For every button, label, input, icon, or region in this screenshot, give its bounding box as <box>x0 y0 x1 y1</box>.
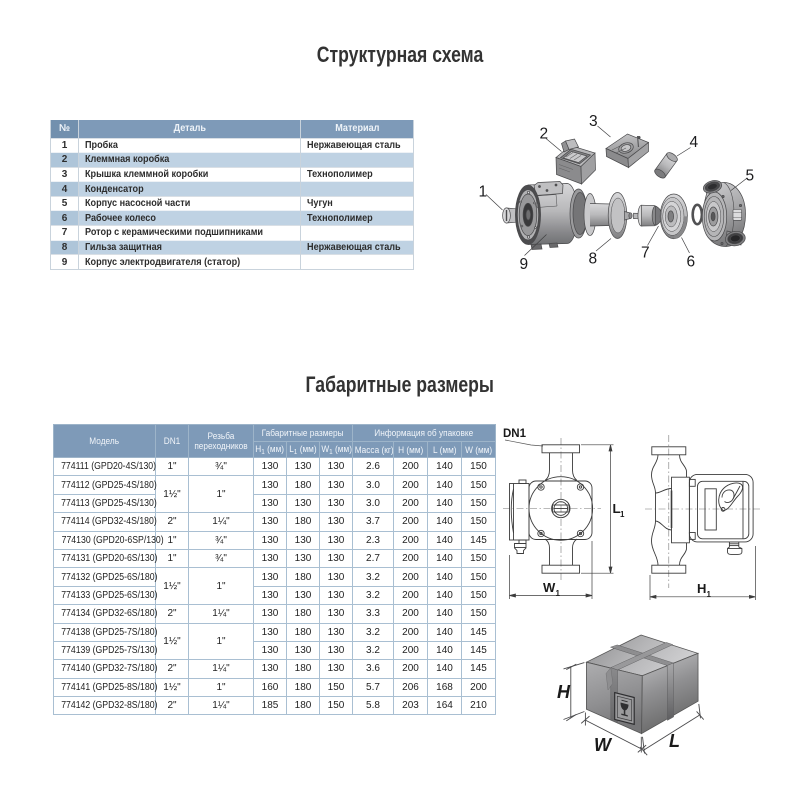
svg-text:1: 1 <box>620 510 625 519</box>
svg-text:4: 4 <box>690 134 699 151</box>
svg-text:6: 6 <box>687 254 696 271</box>
svg-text:W: W <box>543 580 556 595</box>
svg-text:5: 5 <box>746 168 755 185</box>
svg-text:9: 9 <box>520 256 529 273</box>
svg-text:3: 3 <box>589 113 598 130</box>
svg-text:W: W <box>594 735 613 755</box>
svg-text:H: H <box>697 581 706 596</box>
svg-text:2: 2 <box>540 126 549 143</box>
svg-text:7: 7 <box>641 245 650 262</box>
svg-text:1: 1 <box>556 589 561 598</box>
svg-text:DN1: DN1 <box>503 428 527 440</box>
svg-text:1: 1 <box>707 590 712 599</box>
svg-text:1: 1 <box>479 184 488 201</box>
svg-text:8: 8 <box>589 251 598 268</box>
svg-text:L: L <box>613 501 621 516</box>
svg-text:H: H <box>557 682 571 702</box>
svg-text:L: L <box>669 731 680 751</box>
